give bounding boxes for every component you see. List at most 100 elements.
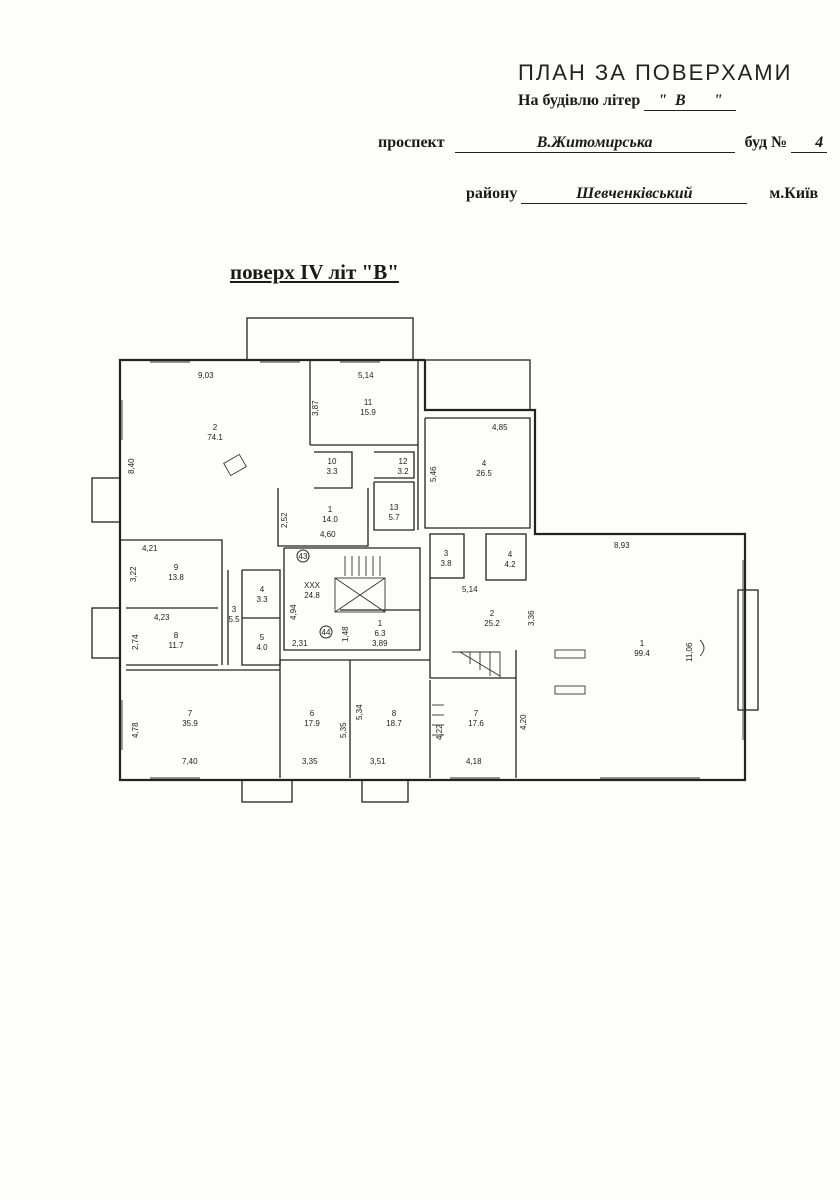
room-area: 4.2 [504, 560, 516, 569]
room-number: XXX [304, 581, 321, 590]
dimension-label: 4,23 [154, 613, 170, 622]
dimension-label: 4,21 [142, 544, 158, 553]
dimension-label: 1,48 [341, 626, 350, 642]
dimension-label: 3,22 [129, 566, 138, 582]
district-line: району Шевченківський м.Київ [466, 185, 818, 204]
house-label: буд № [744, 134, 788, 151]
marker-44: 44 [322, 628, 331, 637]
dimension-label: 8,93 [614, 541, 630, 550]
room-number: 3 [232, 605, 237, 614]
dimension-label: 8,40 [127, 458, 136, 474]
district-name: Шевченківський [521, 185, 748, 204]
room-number: 1 [640, 639, 645, 648]
dimension-label: 4,18 [466, 757, 482, 766]
room-number: 6 [310, 709, 315, 718]
dimension-label: 5,34 [355, 704, 364, 720]
markers: 43 44 [296, 549, 333, 639]
room-number: 4 [482, 459, 487, 468]
room-area: 17.6 [468, 719, 484, 728]
room-area: 74.1 [207, 433, 223, 442]
dimension-label: 4,94 [289, 604, 298, 620]
room-number: 3 [444, 549, 449, 558]
room-area: 13.8 [168, 573, 184, 582]
room-area: 11.7 [169, 641, 185, 650]
room-number: 1 [378, 619, 383, 628]
room-area: 35.9 [182, 719, 198, 728]
room-number: 2 [213, 423, 218, 432]
dimension-label: 9,03 [198, 371, 214, 380]
room-area: 17.9 [304, 719, 320, 728]
bay-bottom-left [241, 779, 293, 803]
district-label: району [466, 185, 518, 202]
bay-left-upper [91, 477, 121, 523]
marker-43: 43 [299, 552, 308, 561]
bay-left-lower [91, 607, 121, 659]
dimension-label: 2,31 [292, 639, 308, 648]
dimension-label: 11,06 [685, 642, 694, 662]
room-number: 10 [328, 457, 337, 466]
room-area: 14.0 [322, 515, 338, 524]
dimension-label: 5,14 [358, 371, 374, 380]
building-letter: " В " [644, 92, 737, 111]
bay-right [737, 589, 759, 711]
room-number: 4 [260, 585, 265, 594]
city-name: м.Київ [769, 185, 819, 202]
fixtures [223, 453, 705, 695]
room-number: 7 [474, 709, 479, 718]
room-area: 3.3 [256, 595, 268, 604]
dimension-label: 4,22 [435, 724, 444, 740]
street-label: проспект [378, 134, 445, 151]
dimension-label: 2,74 [131, 634, 140, 650]
room-number: 4 [508, 550, 513, 559]
dimension-label: 4,78 [131, 722, 140, 738]
room-number: 11 [364, 398, 373, 407]
room-area: 15.9 [360, 408, 376, 417]
room-area: 26.5 [476, 469, 492, 478]
room-number: 2 [490, 609, 495, 618]
room-area: 24.8 [304, 591, 320, 600]
address-line: проспект В.Житомирська буд № 4 [378, 134, 828, 153]
room-area: 4.0 [256, 643, 268, 652]
street-name: В.Житомирська [454, 134, 735, 153]
room-area: 5.7 [388, 513, 400, 522]
dimension-label: 3,87 [311, 400, 320, 416]
house-number: 4 [791, 134, 828, 153]
dimension-label: 3,89 [372, 639, 388, 648]
room-area: 99.4 [634, 649, 650, 658]
floor-title: поверх IV літ "В" [230, 260, 399, 284]
dimension-labels: 9,03 5,14 3,87 4,85 5,46 8,40 2,52 4,60 … [127, 371, 694, 766]
room-area: 18.7 [386, 719, 402, 728]
dimension-label: 4,20 [519, 714, 528, 730]
dimension-label: 3,51 [370, 757, 386, 766]
dimension-label: 5,35 [339, 722, 348, 738]
balcony-top-right [424, 359, 531, 411]
dimension-label: 5,14 [462, 585, 478, 594]
room-area: 3.8 [440, 559, 452, 568]
dimension-label: 5,46 [429, 466, 438, 482]
room-number: 1 [328, 505, 333, 514]
building-line: На будівлю літер " В " [518, 92, 737, 111]
dimension-label: 4,85 [492, 423, 508, 432]
room-area: 3.2 [397, 467, 409, 476]
building-label: На будівлю літер [518, 92, 641, 109]
dimension-label: 7,40 [182, 757, 198, 766]
plan-title: ПЛАН ЗА ПОВЕРХАМИ [518, 60, 793, 85]
room-labels: 2 74.1 11 15.9 10 3.3 12 3.2 1 14.0 13 5… [168, 398, 650, 728]
room-area: 6.3 [374, 629, 386, 638]
outer-walls [91, 317, 759, 803]
dimension-label: 4,60 [320, 530, 336, 539]
balcony-top [246, 317, 414, 361]
building-letter-value: В [674, 92, 686, 109]
room-number: 5 [260, 633, 265, 642]
room-number: 9 [174, 563, 179, 572]
room-number: 8 [392, 709, 397, 718]
room-area: 25.2 [484, 619, 500, 628]
bay-bottom-right [361, 779, 409, 803]
room-area: 3.3 [326, 467, 338, 476]
interior-walls [120, 360, 531, 778]
room-area: 5.5 [228, 615, 240, 624]
room-number: 12 [399, 457, 408, 466]
room-number: 13 [390, 503, 399, 512]
dimension-label: 3,35 [302, 757, 318, 766]
